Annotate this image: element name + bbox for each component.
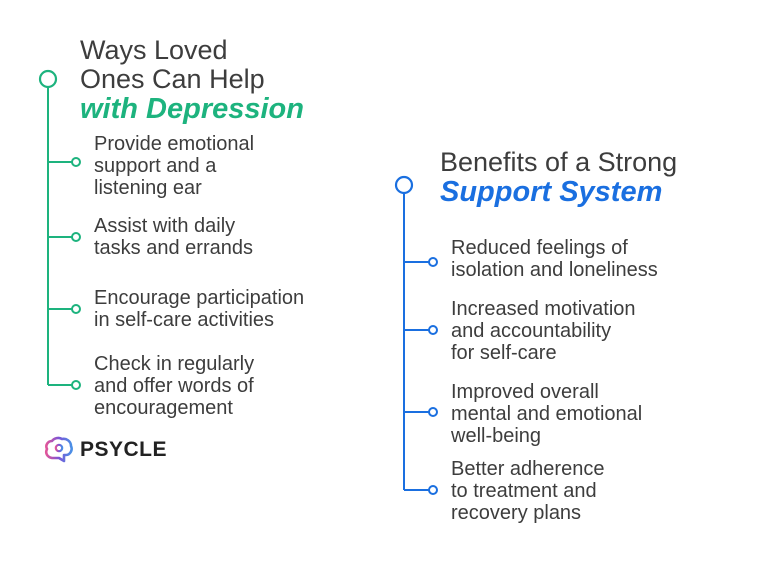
right-item-3: Improved overall mental and emotional we… bbox=[451, 381, 642, 447]
left-item-3-line-2: in self-care activities bbox=[94, 309, 275, 331]
logo-text: PSYCLE bbox=[80, 438, 168, 461]
right-item-2: Increased motivation and accountability … bbox=[451, 298, 636, 364]
left-title: Ways Loved Ones Can Help with Depression bbox=[80, 35, 304, 125]
right-title: Benefits of a Strong Support System bbox=[440, 147, 678, 208]
right-item-2-line-1: Increased motivation bbox=[451, 298, 636, 320]
left-item-1-line-3: listening ear bbox=[94, 177, 202, 199]
left-item-1: Provide emotional support and a listenin… bbox=[94, 133, 254, 199]
right-node-3 bbox=[428, 407, 438, 417]
left-item-4-line-1: Check in regularly bbox=[94, 353, 255, 375]
right-item-1-line-2: isolation and loneliness bbox=[451, 259, 658, 281]
brain-icon bbox=[44, 436, 73, 463]
right-item-4-line-2: to treatment and bbox=[451, 480, 597, 502]
left-title-emphasis: with Depression bbox=[80, 93, 304, 125]
left-item-1-line-2: support and a bbox=[94, 155, 217, 177]
right-item-3-line-3: well-being bbox=[451, 425, 542, 447]
right-item-4-line-1: Better adherence bbox=[451, 458, 605, 480]
right-item-4: Better adherence to treatment and recove… bbox=[451, 458, 604, 524]
right-item-1: Reduced feelings of isolation and loneli… bbox=[451, 237, 658, 281]
right-item-1-line-1: Reduced feelings of bbox=[451, 237, 628, 259]
right-item-3-line-2: mental and emotional bbox=[451, 403, 643, 425]
left-title-node bbox=[38, 69, 58, 89]
right-item-2-line-3: for self-care bbox=[451, 342, 557, 364]
left-item-1-line-1: Provide emotional bbox=[94, 133, 255, 155]
left-item-3-line-1: Encourage participation bbox=[94, 287, 305, 309]
right-title-node bbox=[394, 175, 414, 195]
left-title-line-2: Ones Can Help bbox=[80, 64, 265, 94]
right-item-3-line-1: Improved overall bbox=[451, 381, 599, 403]
right-item-2-line-2: and accountability bbox=[451, 320, 612, 342]
right-node-4 bbox=[428, 485, 438, 495]
left-node-1 bbox=[71, 157, 81, 167]
right-title-emphasis: Support System bbox=[440, 176, 663, 208]
left-item-4-line-2: and offer words of bbox=[94, 375, 254, 397]
right-title-line-1: Benefits of a Strong bbox=[440, 147, 678, 177]
psycle-logo: PSYCLE bbox=[44, 436, 167, 464]
right-node-1 bbox=[428, 257, 438, 267]
left-item-2-line-1: Assist with daily bbox=[94, 215, 236, 237]
left-item-4-line-3: encouragement bbox=[94, 397, 233, 419]
left-item-2: Assist with daily tasks and errands bbox=[94, 215, 253, 259]
left-title-line-1: Ways Loved bbox=[80, 35, 228, 65]
left-item-2-line-2: tasks and errands bbox=[94, 237, 253, 259]
left-node-4 bbox=[71, 380, 81, 390]
right-node-2 bbox=[428, 325, 438, 335]
left-item-3: Encourage participation in self-care act… bbox=[94, 287, 304, 331]
left-node-3 bbox=[71, 304, 81, 314]
left-item-4: Check in regularly and offer words of en… bbox=[94, 353, 254, 419]
left-node-2 bbox=[71, 232, 81, 242]
right-item-4-line-3: recovery plans bbox=[451, 502, 582, 524]
